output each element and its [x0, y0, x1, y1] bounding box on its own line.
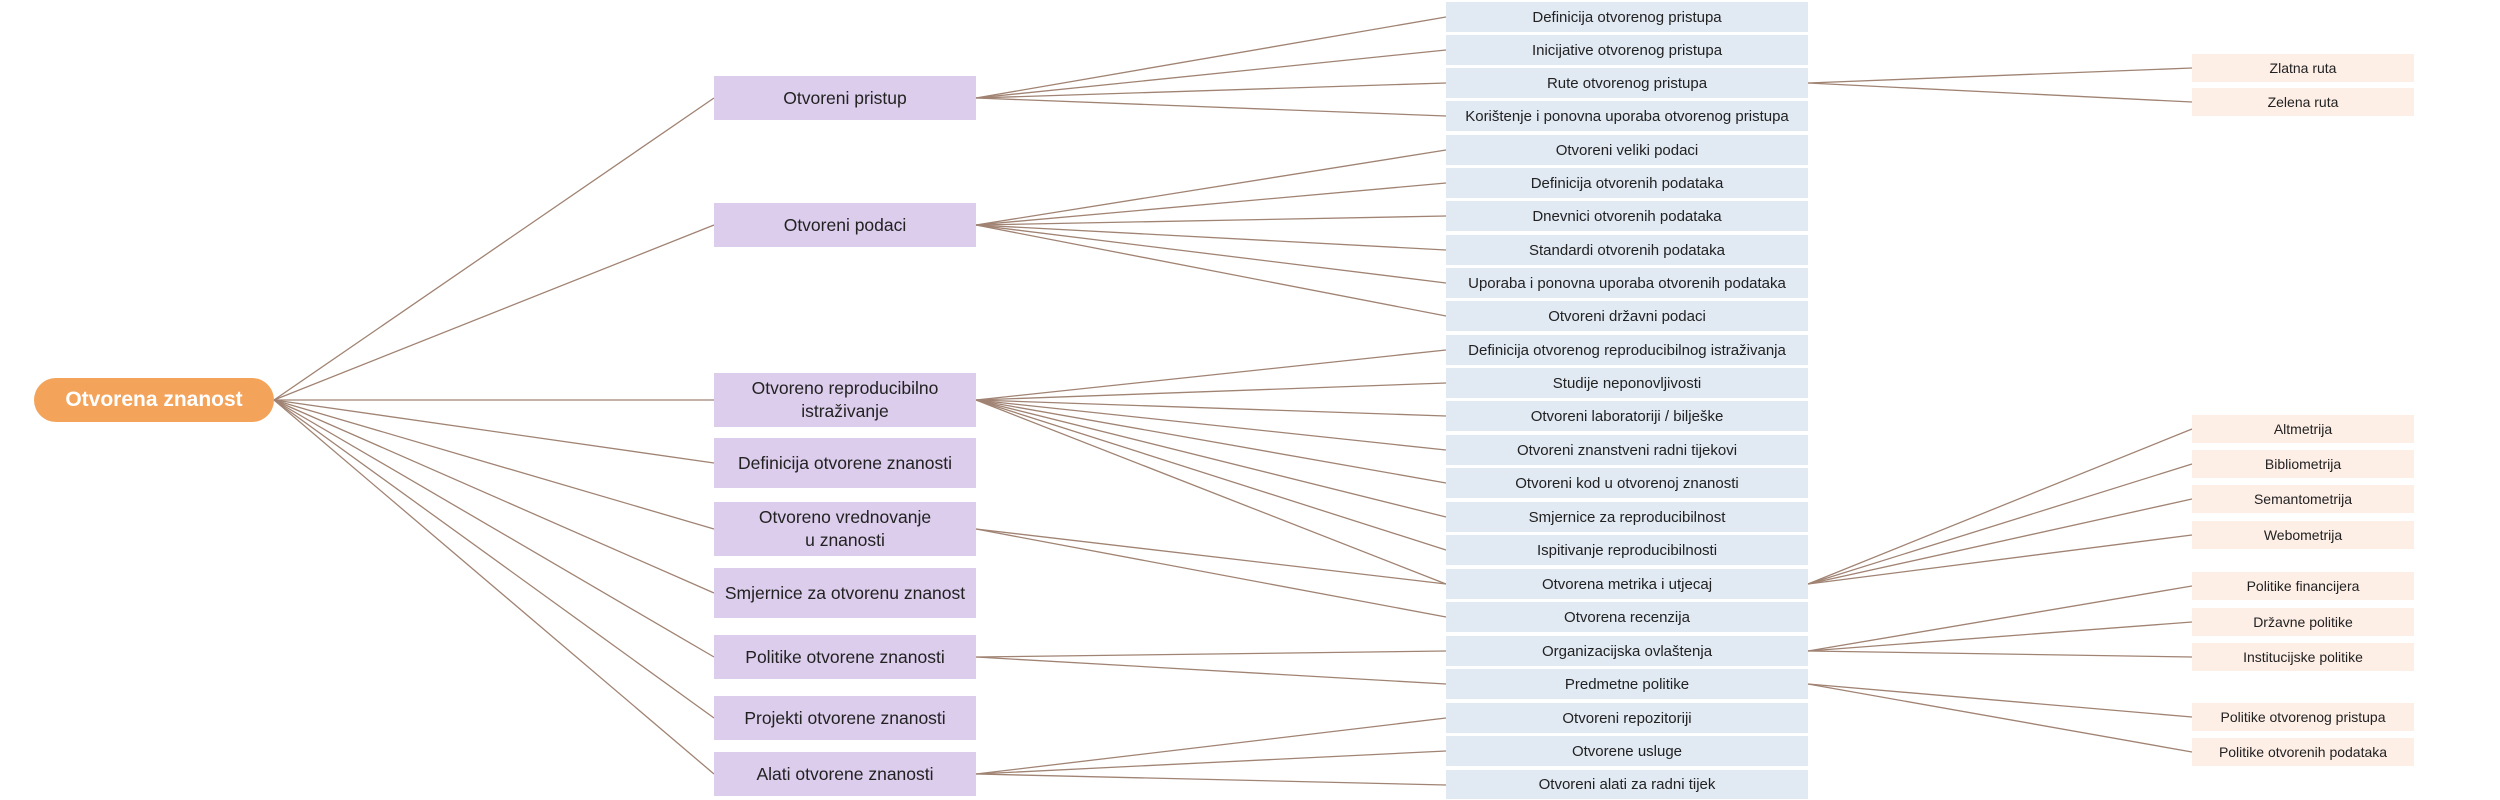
edge-l1-0-l2-2 [975, 82, 1447, 99]
topic-otvoreno-reproducibilno-istrazivanje[interactable]: Otvoreno reproducibilno istraživanje [714, 373, 976, 427]
subtopic-koristenje-otvorenog-pristupa[interactable]: Korištenje i ponovna uporaba otvorenog p… [1446, 101, 1808, 131]
subtopic-smjernice-za-reproducibilnost[interactable]: Smjernice za reproducibilnost [1446, 502, 1808, 532]
subtopic-ispitivanje-reproducibilnosti[interactable]: Ispitivanje reproducibilnosti [1446, 535, 1808, 565]
subtopic-otvoreni-veliki-podaci[interactable]: Otvoreni veliki podaci [1446, 135, 1808, 165]
edge-l2-17-l3-5 [1807, 534, 2193, 585]
subtopic-uporaba-otvorenih-podataka[interactable]: Uporaba i ponovna uporaba otvorenih poda… [1446, 268, 1808, 298]
leaf-semantometrija[interactable]: Semantometrija [2192, 485, 2414, 513]
topic-politike-otvorene-znanosti[interactable]: Politike otvorene znanosti [714, 635, 976, 679]
edge-l2-20-l3-10 [1807, 683, 2193, 753]
topic-smjernice-za-otvorenu-znanost[interactable]: Smjernice za otvorenu znanost [714, 568, 976, 618]
edge-root-l1-8 [273, 399, 715, 775]
edge-l1-1-l2-6 [975, 215, 1447, 226]
edge-l1-5-l2-23 [975, 773, 1447, 786]
subtopic-otvoreni-repozitoriji[interactable]: Otvoreni repozitoriji [1446, 703, 1808, 733]
leaf-zlatna-ruta[interactable]: Zlatna ruta [2192, 54, 2414, 82]
subtopic-definicija-otvorenih-podataka[interactable]: Definicija otvorenih podataka [1446, 168, 1808, 198]
subtopic-otvoreni-kod[interactable]: Otvoreni kod u otvorenoj znanosti [1446, 468, 1808, 498]
topic-otvoreno-vrednovanje[interactable]: Otvoreno vrednovanje u znanosti [714, 502, 976, 556]
topic-otvoreni-pristup[interactable]: Otvoreni pristup [714, 76, 976, 120]
edge-l1-0-l2-3 [975, 97, 1447, 117]
edge-root-l1-0 [273, 97, 715, 401]
topic-definicija-otvorene-znanosti[interactable]: Definicija otvorene znanosti [714, 438, 976, 488]
edge-l1-3-l2-17 [975, 528, 1447, 585]
subtopic-dnevnici-otvorenih-podataka[interactable]: Dnevnici otvorenih podataka [1446, 201, 1808, 231]
edge-l1-2-l2-17 [975, 399, 1447, 585]
edge-root-l1-1 [273, 224, 715, 401]
edge-l1-2-l2-12 [975, 399, 1447, 417]
edge-l1-2-l2-14 [975, 399, 1447, 484]
subtopic-otvorena-metrika-i-utjecaj[interactable]: Otvorena metrika i utjecaj [1446, 569, 1808, 599]
leaf-politike-otvorenog-pristupa[interactable]: Politike otvorenog pristupa [2192, 703, 2414, 731]
edge-l1-4-l2-20 [975, 656, 1447, 685]
topic-otvoreni-podaci[interactable]: Otvoreni podaci [714, 203, 976, 247]
edge-l1-1-l2-5 [975, 182, 1447, 226]
subtopic-definicija-otvorenog-pristupa[interactable]: Definicija otvorenog pristupa [1446, 2, 1808, 32]
edge-l1-1-l2-7 [975, 224, 1447, 251]
subtopic-definicija-reproducibilnog-istrazivanja[interactable]: Definicija otvorenog reproducibilnog ist… [1446, 335, 1808, 365]
edge-l1-0-l2-0 [975, 16, 1447, 99]
subtopic-otvorena-recenzija[interactable]: Otvorena recenzija [1446, 602, 1808, 632]
edge-l1-4-l2-19 [975, 650, 1447, 658]
leaf-politike-financijera[interactable]: Politike financijera [2192, 572, 2414, 600]
edge-l2-19-l3-6 [1807, 585, 2193, 652]
leaf-institucijske-politike[interactable]: Institucijske politike [2192, 643, 2414, 671]
edge-l1-2-l2-11 [975, 382, 1447, 401]
edge-root-l1-3 [273, 399, 715, 464]
edge-l1-3-l2-18 [975, 528, 1447, 618]
edge-l2-17-l3-3 [1807, 463, 2193, 585]
leaf-politike-otvorenih-podataka[interactable]: Politike otvorenih podataka [2192, 738, 2414, 766]
edge-root-l1-7 [273, 399, 715, 719]
edge-root-l1-6 [273, 399, 715, 658]
edge-l1-1-l2-4 [975, 149, 1447, 226]
topic-projekti-otvorene-znanosti[interactable]: Projekti otvorene znanosti [714, 696, 976, 740]
edge-l1-2-l2-10 [975, 349, 1447, 401]
leaf-bibliometrija[interactable]: Bibliometrija [2192, 450, 2414, 478]
root-node[interactable]: Otvorena znanost [34, 378, 274, 422]
subtopic-inicijative-otvorenog-pristupa[interactable]: Inicijative otvorenog pristupa [1446, 35, 1808, 65]
leaf-zelena-ruta[interactable]: Zelena ruta [2192, 88, 2414, 116]
subtopic-predmetne-politike[interactable]: Predmetne politike [1446, 669, 1808, 699]
subtopic-otvoreni-znanstveni-radni-tijekovi[interactable]: Otvoreni znanstveni radni tijekovi [1446, 435, 1808, 465]
edge-l2-19-l3-7 [1807, 621, 2193, 652]
edge-l2-2-l3-1 [1807, 82, 2193, 103]
edge-l1-2-l2-13 [975, 399, 1447, 451]
edge-l1-1-l2-8 [975, 224, 1447, 284]
leaf-altmetrija[interactable]: Altmetrija [2192, 415, 2414, 443]
edge-l1-2-l2-16 [975, 399, 1447, 551]
edge-l1-5-l2-21 [975, 717, 1447, 775]
subtopic-otvoreni-laboratoriji[interactable]: Otvoreni laboratoriji / bilješke [1446, 401, 1808, 431]
edge-l2-2-l3-0 [1807, 67, 2193, 84]
subtopic-studije-neponovljivosti[interactable]: Studije neponovljivosti [1446, 368, 1808, 398]
edge-root-l1-4 [273, 399, 715, 530]
leaf-webometrija[interactable]: Webometrija [2192, 521, 2414, 549]
edge-l2-20-l3-9 [1807, 683, 2193, 718]
subtopic-organizacijska-ovlastenja[interactable]: Organizacijska ovlaštenja [1446, 636, 1808, 666]
subtopic-otvorene-usluge[interactable]: Otvorene usluge [1446, 736, 1808, 766]
subtopic-rute-otvorenog-pristupa[interactable]: Rute otvorenog pristupa [1446, 68, 1808, 98]
edge-l1-0-l2-1 [975, 49, 1447, 99]
subtopic-otvoreni-drzavni-podaci[interactable]: Otvoreni državni podaci [1446, 301, 1808, 331]
edge-l2-19-l3-8 [1807, 650, 2193, 658]
edge-l2-17-l3-4 [1807, 498, 2193, 585]
edge-l1-1-l2-9 [975, 224, 1447, 317]
subtopic-otvoreni-alati-za-radni-tijek[interactable]: Otvoreni alati za radni tijek [1446, 770, 1808, 799]
topic-alati-otvorene-znanosti[interactable]: Alati otvorene znanosti [714, 752, 976, 796]
edge-l1-2-l2-15 [975, 399, 1447, 518]
leaf-drzavne-politike[interactable]: Državne politike [2192, 608, 2414, 636]
edge-l2-17-l3-2 [1807, 428, 2193, 585]
edge-root-l1-5 [273, 399, 715, 594]
subtopic-standardi-otvorenih-podataka[interactable]: Standardi otvorenih podataka [1446, 235, 1808, 265]
edge-l1-5-l2-22 [975, 750, 1447, 775]
